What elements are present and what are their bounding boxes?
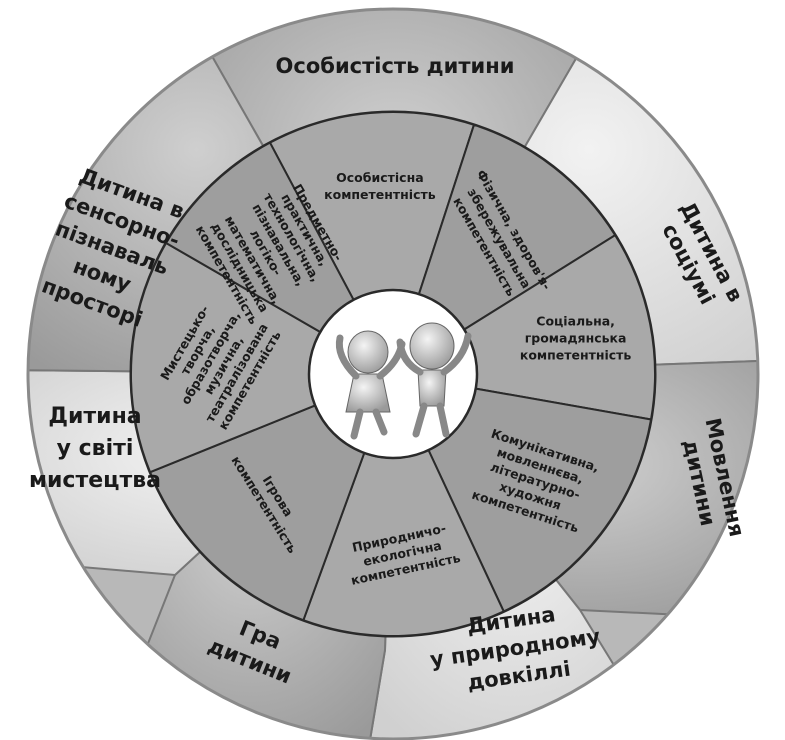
outer-ring-border xyxy=(26,7,760,740)
outer-label-personality: Особистість дитини xyxy=(276,54,515,78)
child-figure-boy xyxy=(396,322,472,438)
center-circle xyxy=(307,288,479,460)
